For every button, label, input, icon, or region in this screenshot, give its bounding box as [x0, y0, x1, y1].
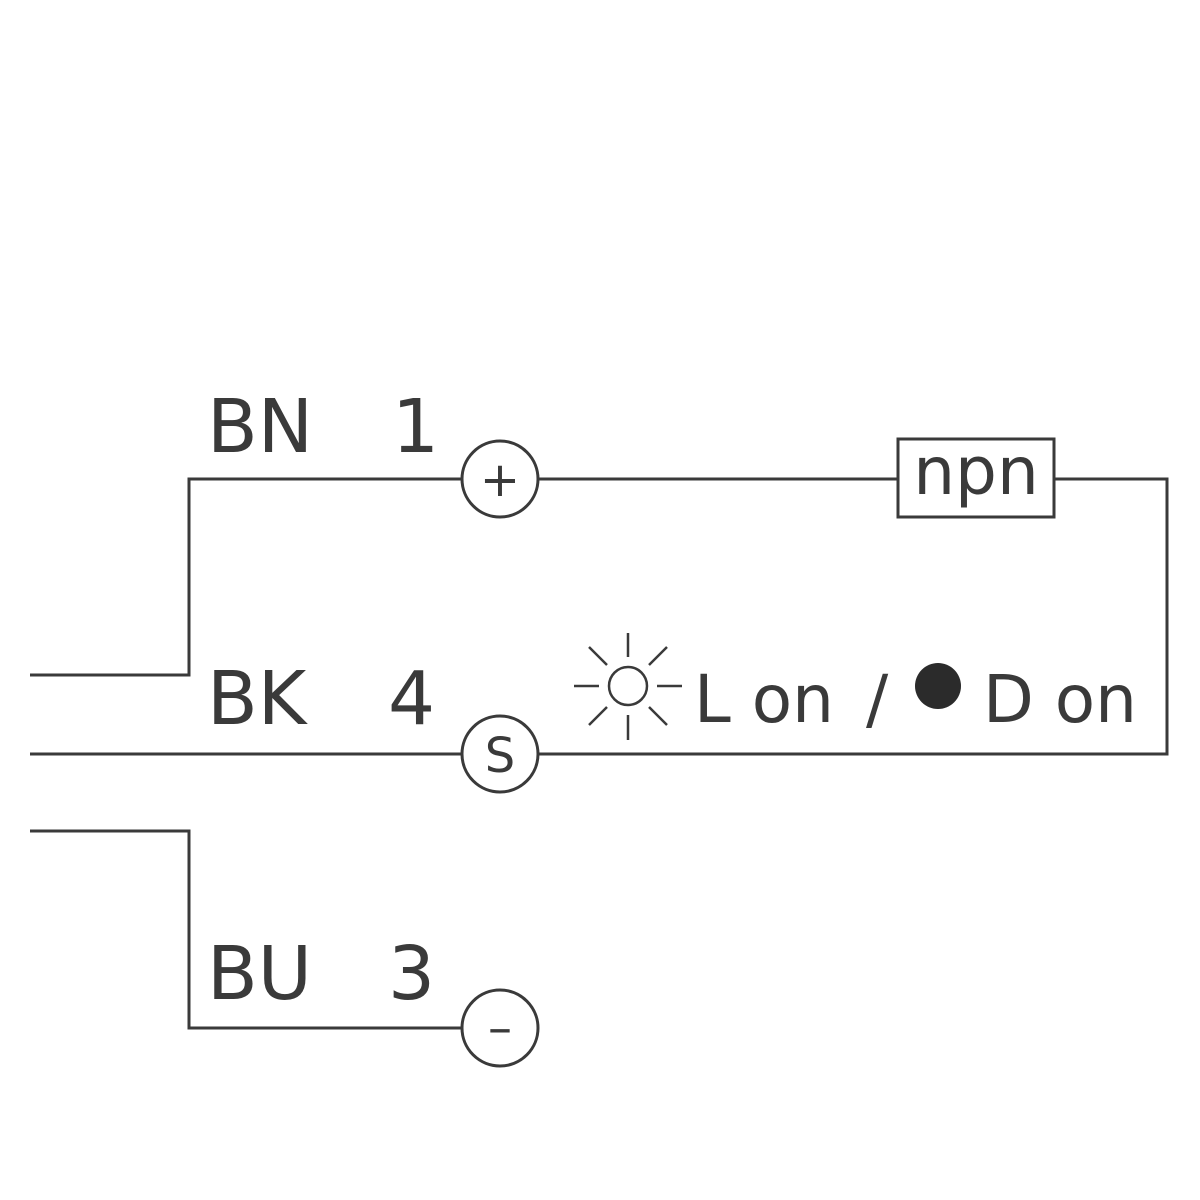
filled-dot-icon: [915, 663, 961, 709]
npn-output-label: npn: [913, 433, 1039, 510]
wire-bn-pin-label: 1: [392, 384, 439, 470]
wire-bn-color-label: BN: [207, 384, 313, 470]
wire-bu: [30, 829, 462, 1030]
wire-bu-pin-label: 3: [388, 931, 435, 1017]
wire-bu-color-label: BU: [207, 931, 312, 1017]
wire-bn: [30, 477, 462, 677]
terminal-plus-symbol: +: [480, 452, 520, 508]
switch-mode-separator: /: [866, 661, 889, 738]
wire-bk-pin-label: 4: [388, 656, 435, 742]
terminal-minus: [460, 988, 540, 1068]
terminal-minus-symbol: –: [488, 1000, 512, 1056]
sun-icon: [574, 633, 682, 740]
terminal-signal: [460, 714, 540, 794]
dark-on-label: D on: [983, 661, 1137, 738]
light-on-label: L on: [694, 661, 834, 738]
terminal-signal-symbol: S: [485, 728, 515, 784]
wire-output-return: [538, 477, 1169, 756]
wire-bk-color-label: BK: [207, 656, 309, 742]
